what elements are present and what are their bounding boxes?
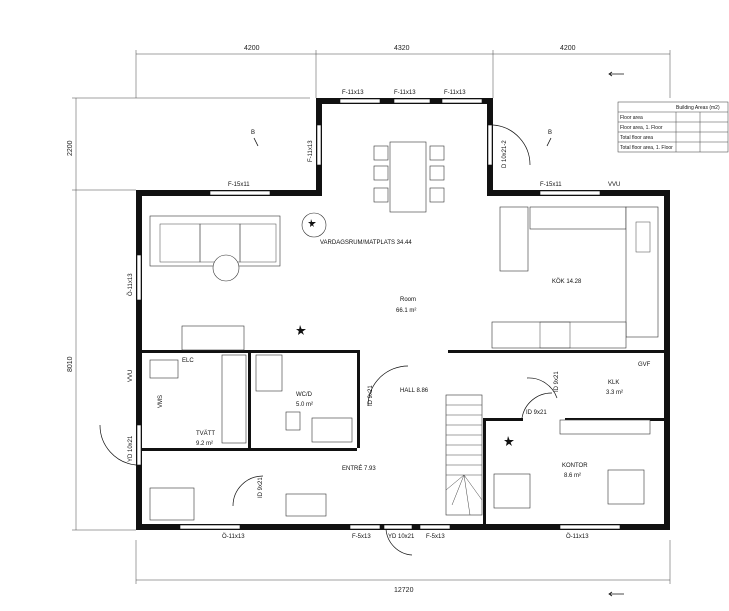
room-area-office: 8.6 m²	[564, 473, 581, 479]
room-label-entry: ENTRÉ 7.93	[342, 465, 376, 472]
tag-gvf: GVF	[638, 362, 651, 368]
window-label-bottom-f2: F-5x13	[426, 534, 445, 540]
legend-row: Floor area	[620, 115, 643, 121]
window-openings	[136, 98, 621, 530]
window-label-bay-1: F-11x13	[342, 90, 364, 96]
window-label-bay-3: F-11x13	[444, 90, 466, 96]
window-label-living-left: F-15x11	[228, 182, 250, 188]
dim-top-right: 4200	[560, 45, 576, 52]
area-legend	[617, 101, 729, 153]
door-tag-office: ID 9x21	[526, 410, 547, 416]
section-arrow-icon	[253, 137, 552, 147]
plant-symbols	[296, 219, 514, 446]
door-tag-klk: ID 9x21	[554, 371, 560, 392]
room-label-office: KONTOR	[562, 463, 588, 469]
legend-row: Floor area, 1. Floor	[620, 125, 663, 131]
window-label-bottom-right: Ö-11x13	[566, 533, 589, 540]
window-label-living-right: F-15x11	[540, 182, 562, 188]
dim-top-left: 4200	[244, 45, 260, 52]
room-label-hall: HALL 8.86	[400, 388, 429, 394]
window-label-left-upper: Ö-11x13	[127, 273, 134, 296]
sofa-group	[149, 212, 327, 351]
room-label-kitchen: KÖK 14.28	[552, 278, 582, 285]
north-arrow-icon-bottom	[608, 591, 624, 597]
room-area-room: 66.1 m²	[396, 308, 416, 314]
door-label-left: YD 10x21	[128, 435, 134, 462]
room-label-room: Room	[400, 297, 416, 303]
door-swings	[99, 124, 558, 556]
legend-row: Total floor area, 1. Floor	[620, 145, 673, 151]
room-area-closet: 3.3 m²	[606, 390, 623, 396]
dim-left-upper: 2200	[67, 140, 74, 156]
window-label-bottom-left: Ö-11x13	[222, 533, 245, 540]
kitchen-units	[491, 206, 659, 349]
room-area-wc: 5.0 m²	[296, 402, 313, 408]
legend-title: Building Areas (m2)	[676, 105, 720, 111]
window-label-bottom-f1: F-5x13	[352, 534, 371, 540]
room-label-closet: KLK	[608, 380, 619, 386]
dim-left-lower: 8010	[67, 356, 74, 372]
section-marker-b1: B	[251, 130, 255, 136]
section-marker-b2: B	[548, 130, 552, 136]
staircase	[445, 394, 483, 516]
room-area-laundry: 9.2 m²	[196, 441, 213, 447]
tag-vvu-left: VVU	[128, 370, 134, 382]
room-label-laundry: TVÄTT	[196, 430, 215, 437]
dining-table	[373, 141, 445, 213]
door-label-bottom: YD 10x21	[388, 534, 415, 540]
window-label-bay-left: F-11x13	[308, 140, 314, 162]
window-label-bay-2: F-11x13	[394, 90, 416, 96]
tag-vvu-top: VVU	[608, 182, 620, 188]
north-arrow-icon	[608, 71, 624, 77]
tag-vms: VMS	[158, 395, 164, 408]
dim-top-mid: 4320	[394, 45, 410, 52]
tag-elc: ELC	[182, 358, 194, 364]
office-furniture	[493, 419, 651, 509]
dim-bottom: 12720	[394, 587, 414, 594]
room-label-wc: WC/D	[296, 392, 313, 398]
dimension-lines	[72, 50, 671, 584]
room-label-living: VARDAGSRUM/MATPLATS 34.44	[320, 240, 412, 246]
legend-row: Total floor area	[620, 135, 653, 141]
door-tag-entry: ID 9x21	[258, 477, 264, 498]
interior-walls	[142, 350, 664, 524]
wet-room-fixtures	[149, 354, 353, 521]
door-label-bay: D 10x21-2	[502, 140, 508, 168]
door-tag-wc: ID 9x21	[368, 385, 374, 406]
